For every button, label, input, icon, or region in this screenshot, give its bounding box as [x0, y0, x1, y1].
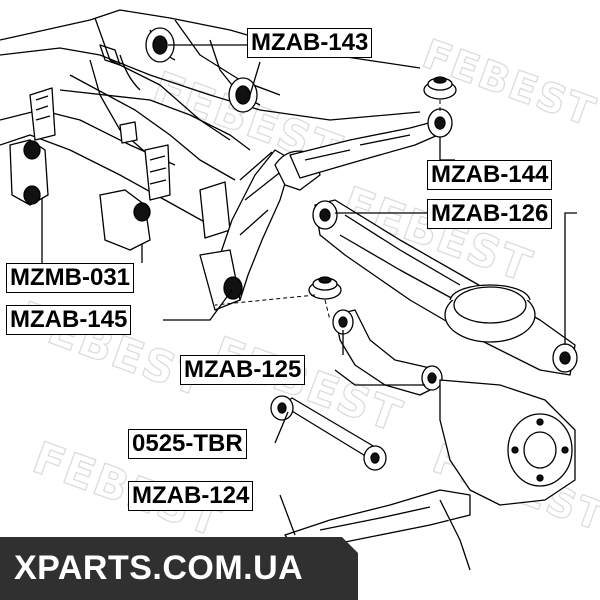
label-mzab-145: MZAB-145	[6, 305, 132, 335]
lower-control-arm	[284, 489, 471, 571]
label-mzmb-031: MZMB-031	[6, 263, 135, 293]
toe-link	[270, 395, 387, 471]
leader-lines	[41, 44, 577, 536]
camber-arm	[332, 309, 443, 396]
label-0525-tbr: 0525-TBR	[128, 429, 247, 459]
dashed-guides	[214, 100, 441, 321]
label-mzab-143: MZAB-143	[247, 28, 373, 58]
label-mzab-126: MZAB-126	[427, 199, 553, 229]
knuckle-hub	[439, 379, 576, 506]
label-mzab-144: MZAB-144	[427, 160, 553, 190]
mzab-143-bushings	[145, 27, 258, 113]
spring-pan	[444, 284, 536, 343]
label-mzab-124: MZAB-124	[128, 481, 254, 511]
spring-seat-lower	[308, 276, 342, 300]
spring-seat	[423, 76, 457, 100]
site-banner	[0, 537, 358, 600]
site-banner-text: XPARTS.COM.UA	[14, 549, 304, 587]
upper-control-arm	[289, 108, 453, 179]
side-bushings	[9, 139, 151, 251]
label-mzab-125: MZAB-125	[180, 355, 306, 385]
mounting-brackets	[29, 87, 231, 239]
subframe	[0, 9, 421, 226]
